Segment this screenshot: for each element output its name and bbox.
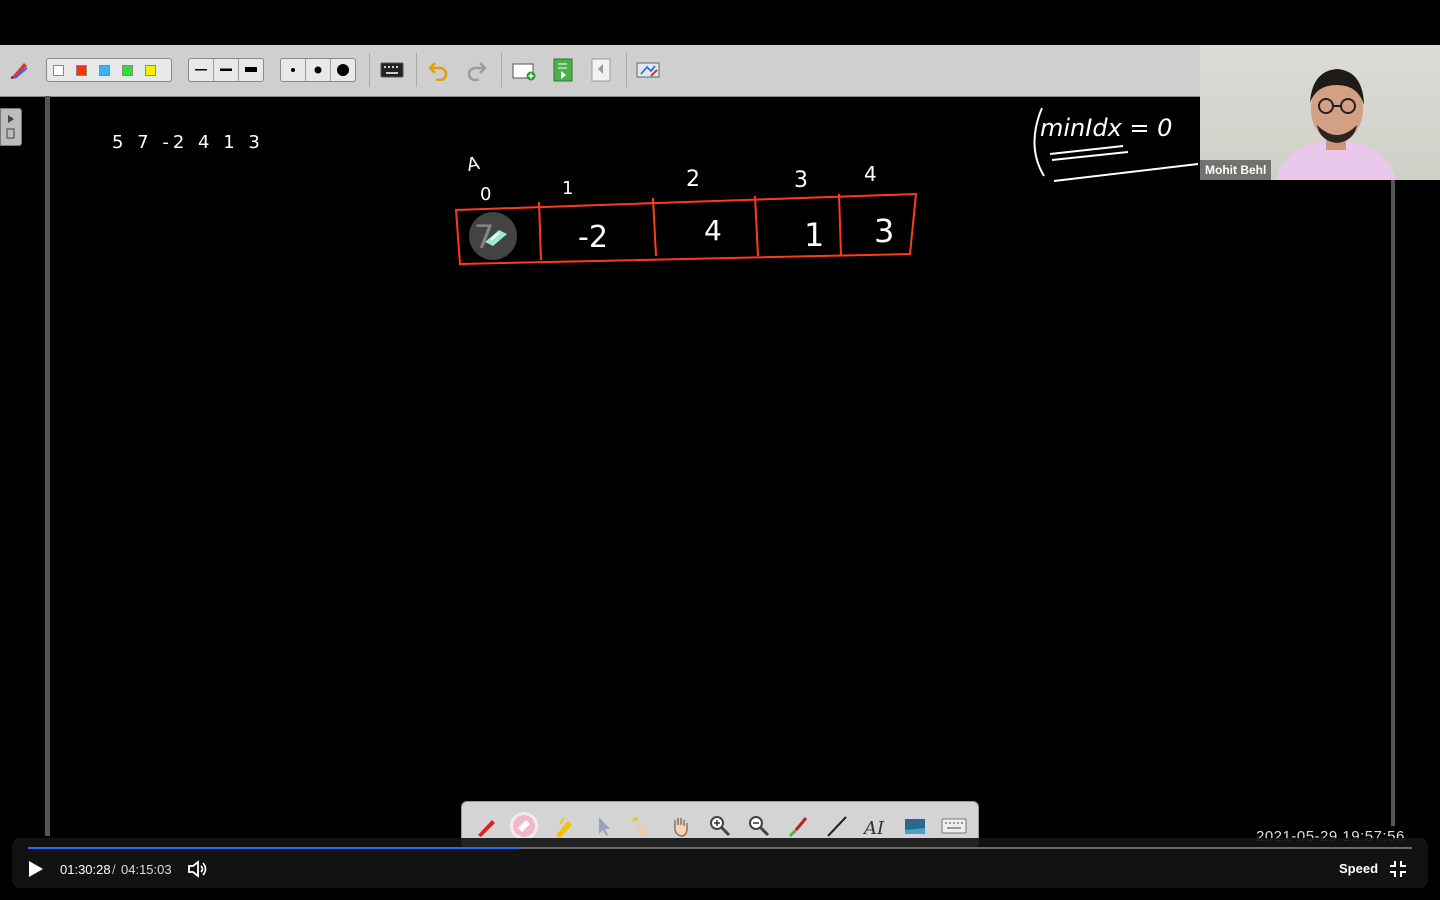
board-left-border xyxy=(45,96,50,836)
screenshot-icon[interactable] xyxy=(635,57,661,83)
line-width-medium[interactable] xyxy=(214,59,239,81)
pen-settings-icon[interactable] xyxy=(6,57,32,83)
speed-button[interactable]: Speed xyxy=(1339,861,1379,876)
array-value: 3 xyxy=(874,212,895,250)
exit-fullscreen-icon xyxy=(1390,861,1406,877)
presenter-video xyxy=(1276,69,1396,180)
color-yellow-swatch[interactable] xyxy=(145,64,156,76)
pan-tool-icon[interactable] xyxy=(667,812,695,840)
toolbar-divider xyxy=(501,53,502,87)
current-time: 01:30:28 xyxy=(60,862,111,877)
keyboard-icon[interactable] xyxy=(379,57,405,83)
toolbar-divider xyxy=(416,53,417,87)
next-page-icon[interactable] xyxy=(550,57,576,83)
volume-button[interactable] xyxy=(187,859,209,879)
zoom-in-tool-icon[interactable] xyxy=(706,812,734,840)
svg-text:AI: AI xyxy=(863,818,885,838)
point-size-small[interactable] xyxy=(281,59,306,81)
seek-bar-progress xyxy=(28,847,520,849)
seek-bar[interactable] xyxy=(28,847,1412,849)
point-size-picker xyxy=(280,58,356,82)
array-index: 3 xyxy=(794,168,808,193)
color-picker xyxy=(46,58,172,82)
array-index: 1 xyxy=(562,178,574,199)
whiteboard-canvas[interactable]: 5 7 -2 4 1 3 A 0 1 2 3 4 7 -2 4 1 3 minI… xyxy=(0,96,1440,836)
array-boxes xyxy=(454,192,918,266)
undo-icon[interactable] xyxy=(425,57,451,83)
pointer-mark: A xyxy=(464,152,482,177)
presenter-name-label: Mohit Behl xyxy=(1200,160,1272,180)
text-tool-icon[interactable]: AI xyxy=(862,812,890,840)
line-tool-icon[interactable] xyxy=(823,812,851,840)
brush-tool-icon[interactable] xyxy=(784,812,812,840)
pointer-tool-icon[interactable] xyxy=(589,812,617,840)
time-separator: / xyxy=(112,862,116,877)
play-icon xyxy=(29,861,43,877)
fullscreen-button[interactable] xyxy=(1389,860,1407,878)
toolbar-divider xyxy=(369,53,370,87)
highlighter-tool-icon[interactable] xyxy=(550,812,578,840)
pen-tool-icon[interactable] xyxy=(472,812,500,840)
array-index: 2 xyxy=(686,167,700,192)
color-white-swatch[interactable] xyxy=(53,64,64,76)
array-index: 4 xyxy=(864,162,877,186)
min-index-note: minIdx = 0 xyxy=(1040,114,1173,142)
keyboard-tool-icon[interactable] xyxy=(940,812,968,840)
point-size-medium[interactable] xyxy=(306,59,331,81)
duration: 04:15:03 xyxy=(121,862,172,877)
eraser-cursor-icon xyxy=(469,212,517,260)
line-width-picker xyxy=(188,58,264,82)
line-width-thick[interactable] xyxy=(239,59,263,81)
min-index-underline xyxy=(1033,107,1199,182)
array-index: 0 xyxy=(480,184,492,205)
volume-icon xyxy=(188,860,207,878)
color-red-swatch[interactable] xyxy=(76,64,87,76)
array-value: 4 xyxy=(704,214,722,247)
array-value: 1 xyxy=(804,216,825,254)
zoom-out-tool-icon[interactable] xyxy=(745,812,773,840)
point-size-large[interactable] xyxy=(331,59,355,81)
play-button[interactable] xyxy=(24,858,46,880)
video-controls: 01:30:28 / 04:15:03 Speed xyxy=(12,838,1428,888)
line-width-thin[interactable] xyxy=(189,59,214,81)
eraser-tool-icon[interactable] xyxy=(510,812,538,840)
side-panel-toggle[interactable] xyxy=(0,108,22,146)
color-blue-swatch[interactable] xyxy=(99,64,110,76)
board-right-border xyxy=(1391,180,1395,826)
add-page-icon[interactable] xyxy=(511,57,537,83)
array-value: -2 xyxy=(578,220,608,255)
background-tool-icon[interactable] xyxy=(901,812,929,840)
input-values-note: 5 7 -2 4 1 3 xyxy=(112,132,264,153)
redo-icon[interactable] xyxy=(464,57,490,83)
presenter-webcam: Mohit Behl xyxy=(1200,45,1440,180)
color-green-swatch[interactable] xyxy=(122,64,133,76)
toolbar-divider xyxy=(626,53,627,87)
magic-pointer-tool-icon[interactable] xyxy=(628,812,656,840)
prev-page-icon[interactable] xyxy=(588,57,614,83)
